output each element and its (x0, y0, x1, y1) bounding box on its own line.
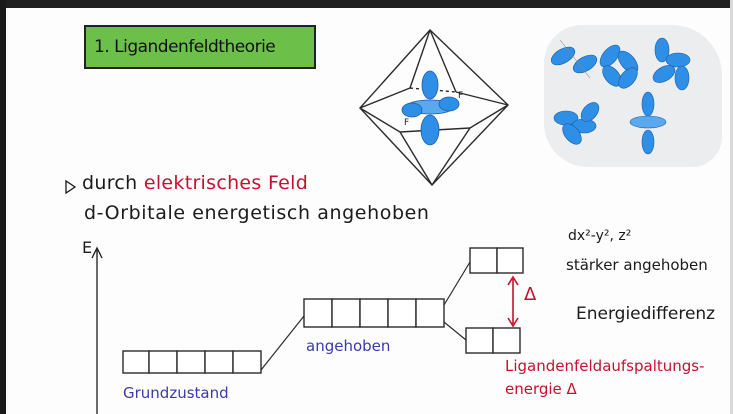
statement-highlight: elektrisches Feld (143, 172, 309, 194)
ground-state-boxes (122, 350, 262, 374)
screen-frame-right (730, 0, 733, 414)
orbital-dx2y2-icon (553, 102, 600, 145)
raised-label: angehoben (306, 337, 391, 355)
energy-axis-label: E (82, 238, 93, 257)
page-title: 1. Ligandenfeldtheorie (94, 37, 276, 57)
statement-line-1: durch elektrisches Feld (82, 172, 308, 194)
orbital-dyz-icon (652, 37, 691, 91)
connector-ground-raised (260, 315, 305, 371)
eg-boxes (469, 247, 524, 274)
splitting-energy-label-1: Ligandenfeldaufspaltungs- (505, 357, 705, 375)
orbital-dz2-icon (629, 91, 667, 155)
title-box: 1. Ligandenfeldtheorie (84, 25, 316, 69)
ligand-label-1: F (458, 91, 463, 101)
delta-arrow (507, 275, 519, 328)
orbital-dxy-icon (550, 39, 598, 79)
eg-orbitals-label: dx²-y², z² (568, 228, 632, 244)
screen-frame-left (0, 0, 6, 414)
orbital-dxz-icon (599, 44, 639, 89)
statement-prefix: durch (82, 172, 144, 194)
energy-difference-label: Energiedifferenz (576, 304, 716, 324)
ground-label: Grundzustand (123, 384, 229, 402)
statement-line-2: d-Orbitale energetisch angehoben (84, 202, 430, 224)
ligand-label-2: F (404, 118, 409, 128)
delta-label: Δ (524, 284, 537, 305)
screen-frame-top (0, 0, 733, 8)
energy-axis (91, 246, 103, 414)
orbital-icons (550, 37, 691, 155)
stronger-raised-label: stärker angehoben (566, 256, 708, 274)
connector-eg (443, 261, 471, 306)
raised-state-boxes (303, 298, 445, 328)
connector-t2g (443, 321, 467, 341)
splitting-energy-label-2: energie Δ (505, 380, 577, 398)
bullet-triangle-icon (65, 179, 77, 195)
t2g-boxes (465, 327, 521, 354)
octahedron-diagram (359, 28, 509, 187)
central-orbital (401, 70, 460, 146)
